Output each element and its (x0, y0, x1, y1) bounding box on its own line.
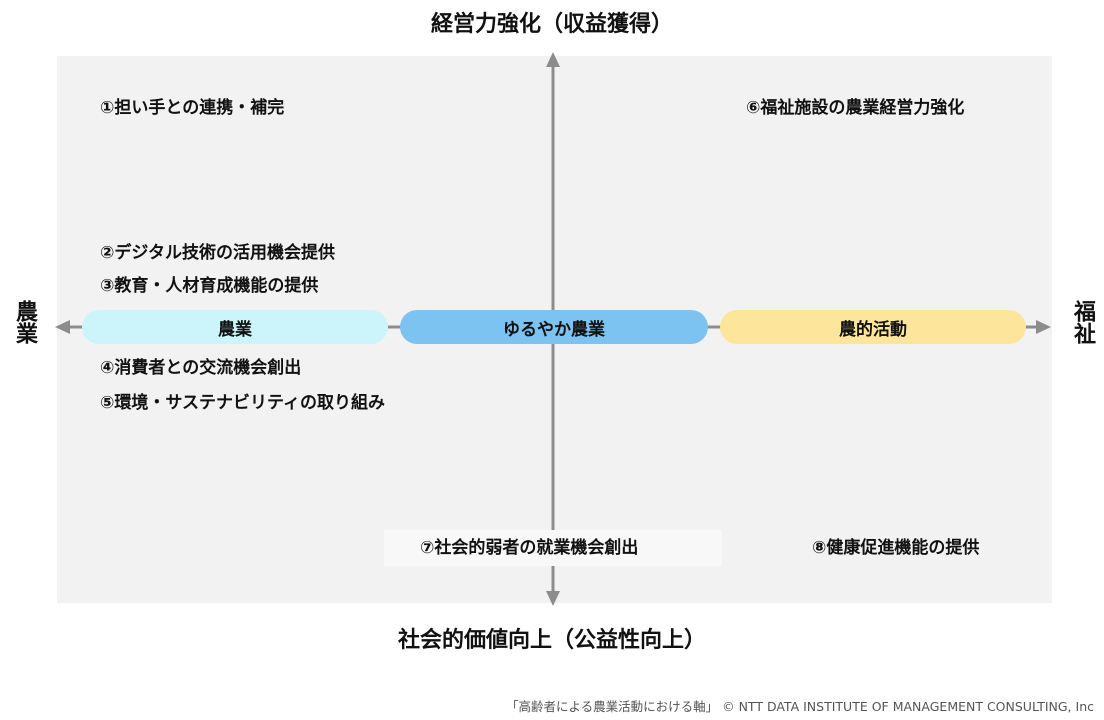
item-5: ⑤環境・サステナビリティの取り組み (100, 393, 386, 413)
item-4: ④消費者との交流機会創出 (100, 358, 302, 378)
item-1: ①担い手との連携・補完 (100, 98, 285, 118)
item-6: ⑥福祉施設の農業経営力強化 (746, 98, 965, 118)
pill-agriculture: 農業 (82, 310, 388, 344)
footer-credit: 「高齢者による農業活動における軸」 © NTT DATA INSTITUTE O… (506, 699, 1094, 714)
top-arrowhead (546, 52, 560, 67)
axis-title-top: 経営力強化（収益獲得） (430, 12, 673, 37)
axis-label-right: 福祉 (1070, 300, 1095, 344)
item-3: ③教育・人材育成機能の提供 (100, 276, 319, 296)
pill-farming-activity: 農的活動 (720, 310, 1026, 344)
item-8: ⑧健康促進機能の提供 (812, 538, 980, 558)
pill-gentle-agriculture: ゆるやか農業 (400, 310, 708, 344)
right-arrowhead (1036, 320, 1051, 334)
bottom-arrowhead (546, 591, 560, 606)
axis-title-bottom: 社会的価値向上（公益性向上） (397, 628, 706, 653)
axis-label-left: 農業 (12, 300, 37, 344)
item-7: ⑦社会的弱者の就業機会創出 (420, 538, 639, 558)
item-7-background (384, 530, 722, 566)
item-2: ②デジタル技術の活用機会提供 (100, 243, 336, 263)
left-arrowhead (55, 320, 70, 334)
